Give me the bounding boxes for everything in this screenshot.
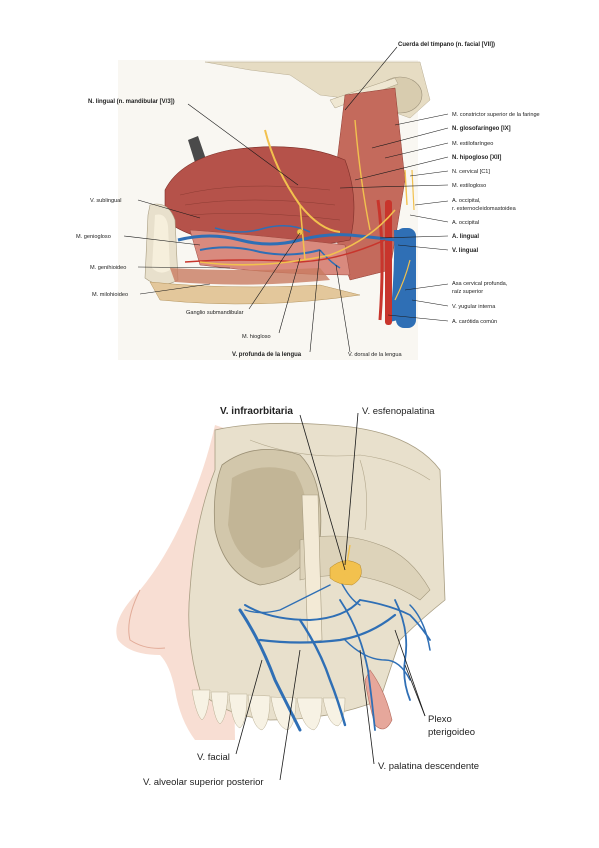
tongue-region-illustration	[118, 60, 431, 360]
bottom-leader-lines	[235, 412, 426, 781]
maxillary-region-illustration	[116, 422, 446, 740]
label-v-esfenopalatina: V. esfenopalatina	[362, 406, 435, 417]
top-labels: Cuerda del tímpano (n. facial [VII]) N. …	[76, 42, 540, 358]
label-a-occipital-r: A. occipital,	[452, 198, 481, 204]
label-asa-cervical-2: raíz superior	[452, 289, 483, 295]
label-v-infraorbitaria: V. infraorbitaria	[220, 406, 293, 417]
label-v-profunda: V. profunda de la lengua	[232, 352, 302, 358]
label-v-sublingual: V. sublingual	[90, 198, 122, 204]
label-v-yugular: V. yugular interna	[452, 304, 496, 310]
label-v-lingual: V. lingual	[452, 248, 478, 254]
label-a-lingual: A. lingual	[452, 234, 479, 240]
label-n-hipogloso: N. hipogloso [XII]	[452, 155, 501, 161]
label-m-constrictor: M. constrictor superior de la faringe	[452, 112, 540, 118]
label-v-alveolar: V. alveolar superior posterior	[143, 777, 264, 788]
label-m-genihioideo: M. genihioideo	[90, 265, 126, 271]
label-ganglio: Ganglio submandibular	[186, 310, 244, 316]
bottom-labels: V. infraorbitaria V. esfenopalatina Plex…	[143, 406, 479, 788]
label-n-glosofaringeo: N. glosofaríngeo [IX]	[452, 126, 511, 132]
label-m-estilogloso: M. estilogloso	[452, 183, 486, 189]
label-m-geniogloso: M. geniogloso	[76, 234, 111, 240]
top-leader-lines	[123, 46, 449, 353]
label-n-lingual: N. lingual (n. mandibular [V/3])	[88, 99, 175, 105]
label-v-palatina: V. palatina descendente	[378, 761, 479, 772]
label-plexo-1: Plexo	[428, 714, 452, 725]
label-a-carotida: A. carótida común	[452, 319, 497, 325]
label-v-dorsal: V. dorsal de la lengua	[348, 352, 402, 358]
label-v-facial: V. facial	[197, 752, 230, 763]
label-plexo-2: pterigoideo	[428, 727, 475, 738]
label-m-hiogloso: M. hiogloso	[242, 334, 271, 340]
label-m-estilofaringeo: M. estilofaríngeo	[452, 141, 493, 147]
label-asa-cervical-1: Asa cervical profunda,	[452, 281, 508, 287]
label-m-milohioideo: M. milohioideo	[92, 292, 128, 298]
label-cuerda-timpano: Cuerda del tímpano (n. facial [VII])	[398, 42, 495, 48]
label-n-cervical: N. cervical [C1]	[452, 169, 490, 175]
label-a-occipital: A. occipital	[452, 220, 479, 226]
label-r-esternocleido: r. esternocleidomastoidea	[452, 206, 517, 212]
